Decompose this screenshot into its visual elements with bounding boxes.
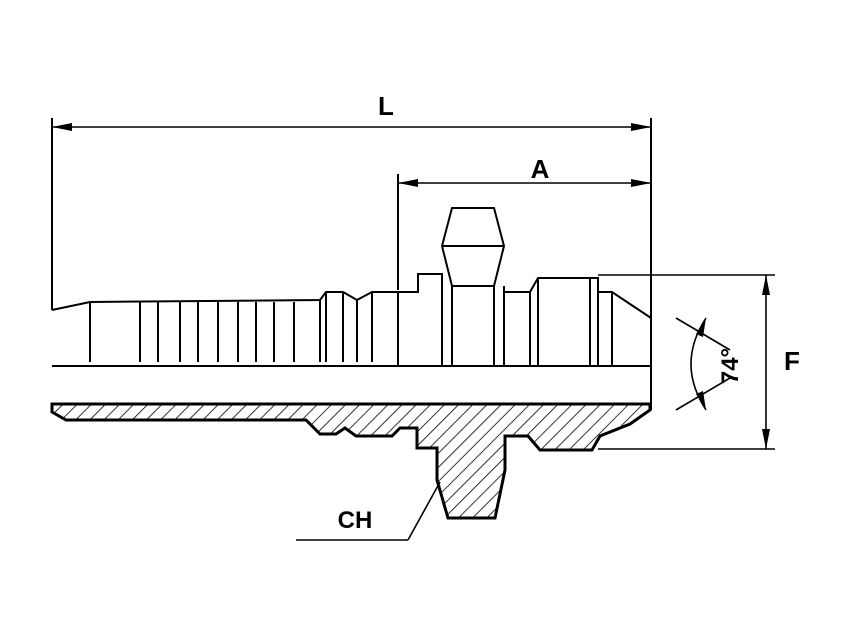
angle-dimension: 74° <box>675 317 744 411</box>
thread-length-label: A <box>531 154 550 184</box>
flare-diameter-label: F <box>784 346 800 376</box>
hex-leader: CH <box>296 481 441 541</box>
hex-label: CH <box>338 507 373 534</box>
dimension-a: A <box>397 154 651 290</box>
fitting-section <box>50 402 652 520</box>
angle-label: 74° <box>717 348 744 384</box>
dimension-f: F <box>598 274 800 450</box>
fitting-elevation <box>51 207 652 367</box>
length-label: L <box>378 91 394 121</box>
dimension-l: L <box>51 91 652 410</box>
